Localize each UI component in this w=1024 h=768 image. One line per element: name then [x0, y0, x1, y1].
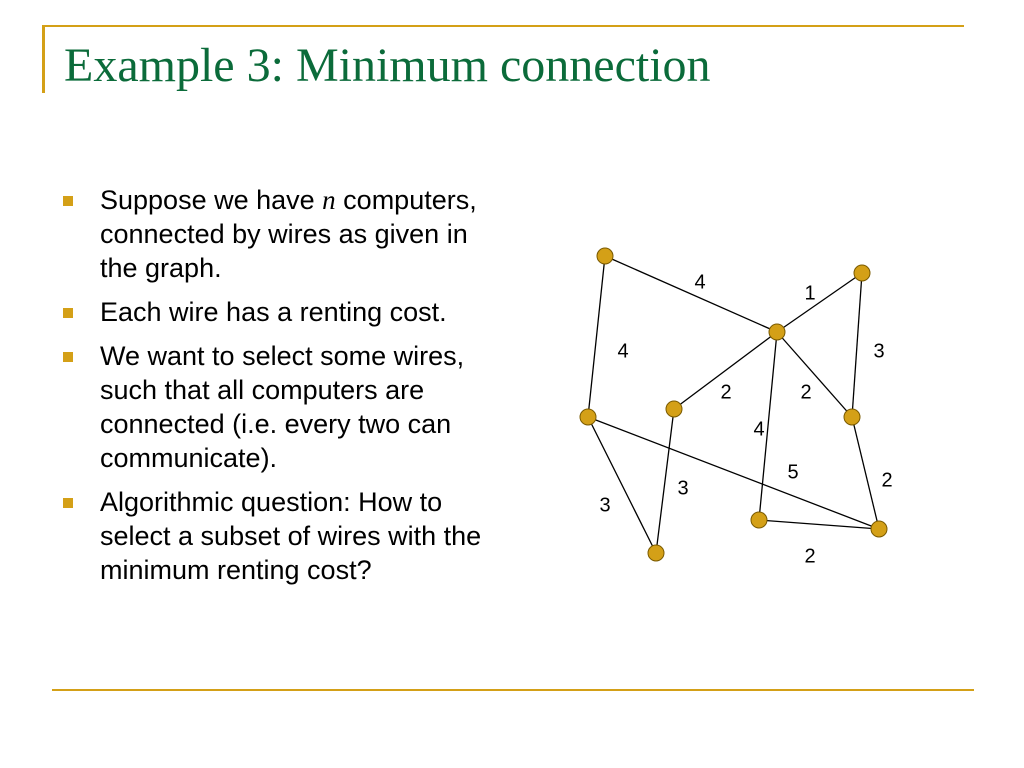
graph-edge	[758, 331, 778, 521]
graph-edge	[776, 331, 853, 418]
edge-weight-label: 2	[800, 381, 811, 403]
top-rule	[42, 25, 964, 27]
graph-edge	[851, 272, 863, 418]
bullet-text-post: computers, connected by wires as given i…	[100, 185, 477, 283]
edge-weight-label: 3	[873, 340, 884, 362]
square-bullet-icon	[63, 498, 73, 508]
graph-node	[596, 247, 614, 265]
graph-edge	[655, 408, 675, 554]
graph-edge	[758, 519, 880, 530]
bullet-text-pre: Suppose we have	[100, 185, 323, 215]
graph-edge	[673, 331, 778, 410]
edge-weight-label: 3	[599, 494, 610, 516]
square-bullet-icon	[63, 308, 73, 318]
square-bullet-icon	[63, 196, 73, 206]
graph-node	[853, 264, 871, 282]
bullet-text: Each wire has a renting cost.	[100, 297, 447, 327]
edge-weight-label: 4	[617, 340, 628, 362]
left-rule	[42, 27, 45, 93]
graph-node	[579, 408, 597, 426]
graph-edge	[587, 255, 606, 418]
edge-weight-label: 4	[753, 418, 764, 440]
edge-weight-label: 2	[804, 545, 815, 567]
graph-edge	[851, 416, 880, 530]
variable-n: n	[322, 185, 336, 215]
edge-weight-label: 4	[694, 271, 705, 293]
edge-weight-label: 2	[720, 381, 731, 403]
edge-weight-label: 1	[804, 282, 815, 304]
graph-node	[870, 520, 888, 538]
bullet-text: We want to select some wires, such that …	[100, 341, 465, 473]
edge-weight-label: 3	[677, 477, 688, 499]
bullet-item: Each wire has a renting cost.	[62, 295, 502, 329]
bottom-rule	[52, 689, 974, 691]
graph-edge	[587, 416, 880, 530]
bullet-item: Algorithmic question: How to select a su…	[62, 485, 502, 587]
slide-title: Example 3: Minimum connection	[64, 39, 711, 92]
bullet-list: Suppose we have n computers, connected b…	[62, 183, 502, 597]
graph-edge	[604, 255, 778, 333]
bullet-item: Suppose we have n computers, connected b…	[62, 183, 502, 285]
graph-node	[647, 544, 665, 562]
square-bullet-icon	[63, 352, 73, 362]
graph-edge	[776, 272, 863, 333]
edge-weight-label: 5	[787, 461, 798, 483]
graph-node	[750, 511, 768, 529]
graph-edge	[587, 416, 657, 554]
bullet-item: We want to select some wires, such that …	[62, 339, 502, 475]
graph-node	[843, 408, 861, 426]
graph-node	[768, 323, 786, 341]
bullet-text: Algorithmic question: How to select a su…	[100, 487, 482, 585]
edge-weight-label: 2	[881, 469, 892, 491]
graph-node	[665, 400, 683, 418]
